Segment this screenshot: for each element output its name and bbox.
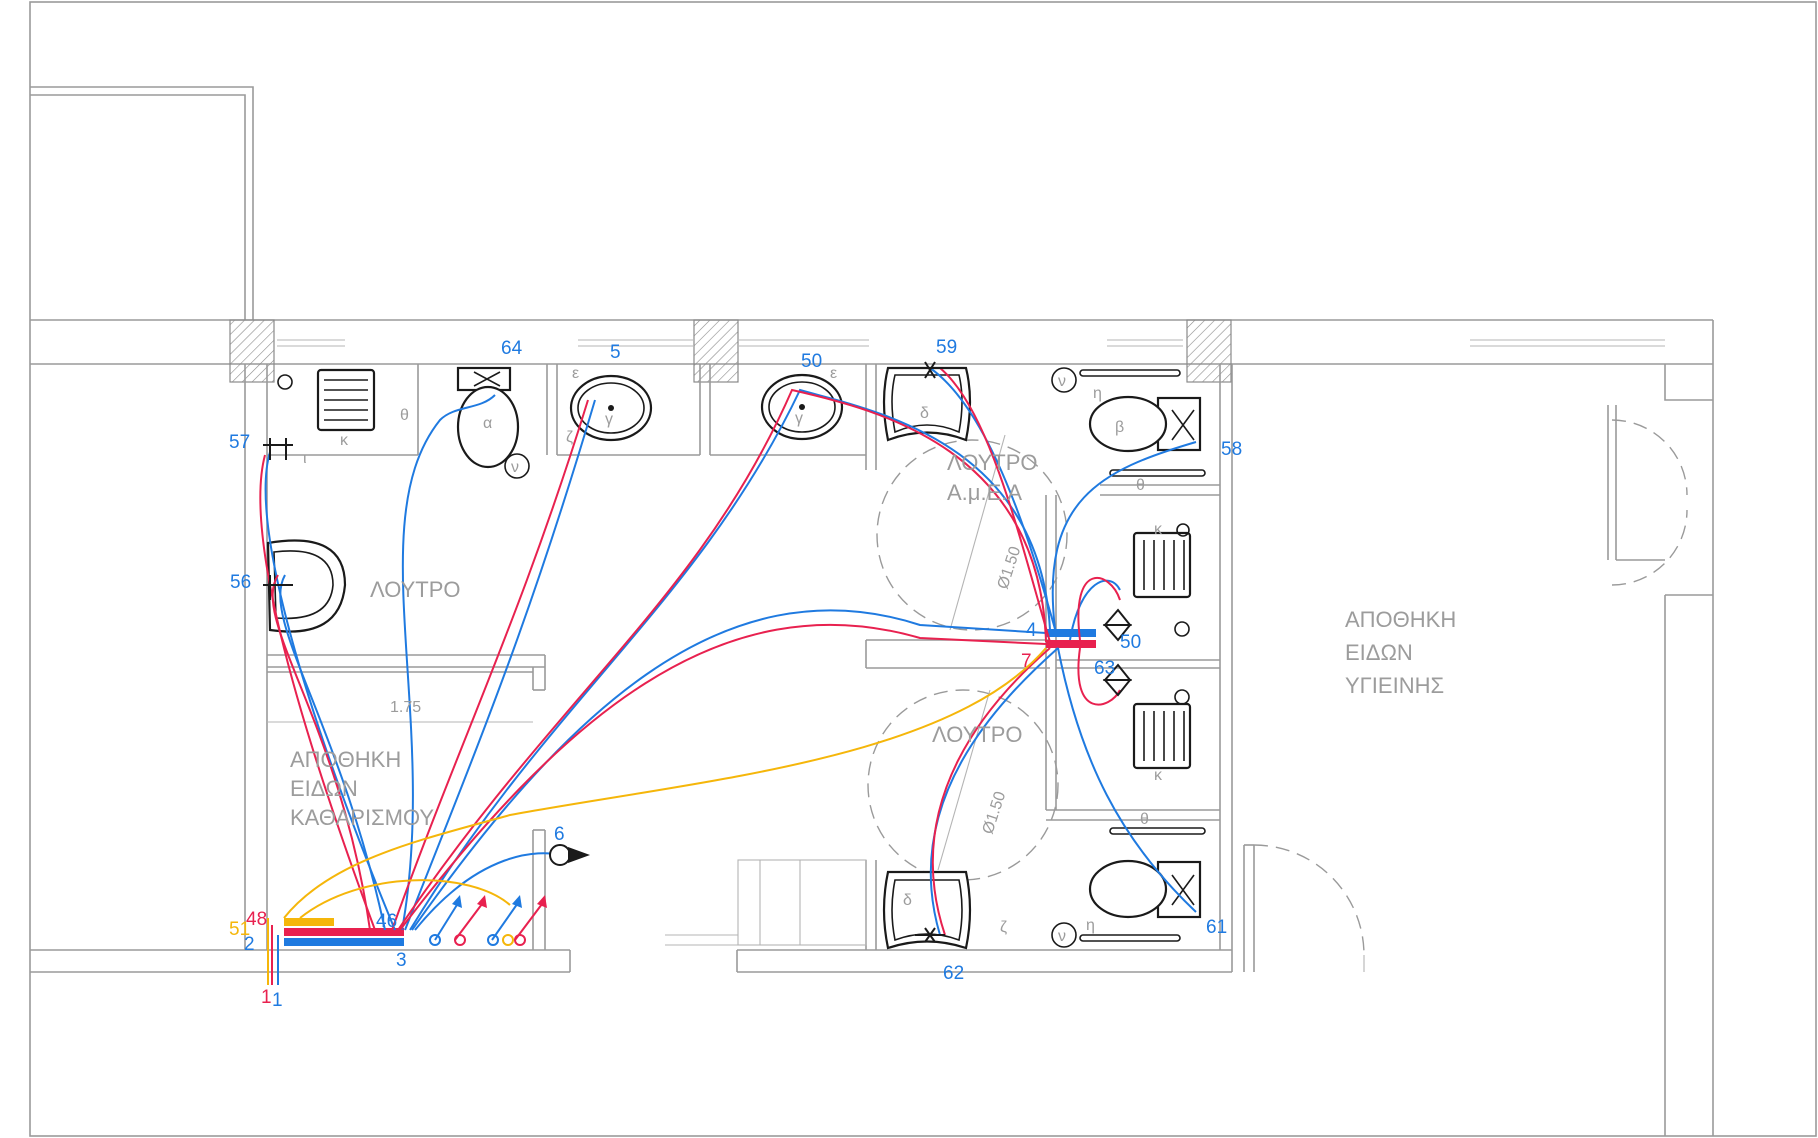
turn-circle-dimension: Ø1.50	[980, 789, 1010, 836]
pipe-label: 6	[554, 824, 565, 845]
pipe-label: 50	[801, 351, 822, 372]
radiator-icon	[316, 368, 376, 432]
room-label-bath-amea-1: ΛΟΥΤΡΟ	[947, 450, 1038, 475]
room-label-bath-left: ΛΟΥΤΡΟ	[370, 577, 461, 602]
fixture-letter: ε	[830, 365, 837, 382]
fixture-letter: δ	[920, 405, 929, 422]
pipe-label: 57	[229, 432, 250, 453]
architecture-walls	[29, 1, 1817, 1137]
corridor-dimension: 1.75	[390, 699, 421, 716]
fixture-letter: ν	[1058, 928, 1066, 945]
room-label-cleaning-store-1: ΑΠΟΘΗΚΗ	[290, 747, 401, 772]
fixture-letter: ν	[1058, 373, 1066, 390]
fixture-letter: η	[1086, 917, 1095, 934]
fixture-letter: ι	[303, 450, 307, 467]
valve-icon	[263, 361, 1133, 943]
room-label-sanitary-store-3: ΥΓΙΕΙΝΗΣ	[1345, 673, 1444, 698]
fixture-letter: κ	[340, 432, 349, 449]
washbasin-icon	[266, 539, 347, 633]
pipe-label: 56	[230, 572, 251, 593]
riser-arrow-icon	[429, 895, 547, 946]
pipe-label: 7	[1021, 651, 1032, 672]
fixtures	[266, 366, 1206, 950]
accessible-sink-icon	[882, 870, 972, 950]
pipe-label: 64	[501, 338, 523, 359]
pipe-label: 4	[1026, 620, 1037, 641]
room-label-sanitary-store-1: ΑΠΟΘΗΚΗ	[1345, 607, 1456, 632]
accessible-sink-icon	[882, 366, 972, 442]
fixture-letter: γ	[795, 410, 803, 427]
washbasin-icon	[569, 374, 653, 442]
room-label-cleaning-store-3: ΚΑΘΑΡΙΣΜΟΥ	[290, 805, 434, 830]
pipe-label: 62	[943, 963, 964, 984]
pipe-label: 3	[396, 950, 407, 971]
radiator-icon	[1132, 702, 1192, 770]
wc-icon	[1088, 859, 1202, 919]
outlet-pointer-icon	[549, 844, 590, 866]
room-labels: ΛΟΥΤΡΟ ΛΟΥΤΡΟ Α.μ.Ε.Α ΛΟΥΤΡΟ ΑΠΟΘΗΚΗ ΕΙΔ…	[290, 450, 1456, 830]
fixture-letter: α	[483, 415, 492, 432]
fixture-letter: δ	[903, 892, 912, 909]
fixture-letter: ν	[511, 459, 519, 476]
pipe-number-labels: 1 1 2 3 4 6 7 46 48 50 50 51 5 56 57 58 …	[229, 337, 1242, 1011]
pipe-label: 61	[1206, 917, 1227, 938]
pipe-label: 1	[272, 990, 283, 1011]
manifold-icon	[284, 918, 404, 946]
pipe-label: 46	[376, 911, 397, 932]
washbasin-icon	[760, 373, 844, 441]
room-label-bath-lower: ΛΟΥΤΡΟ	[932, 722, 1023, 747]
pipe-label: 59	[936, 337, 957, 358]
fixture-letter: η	[1093, 385, 1102, 402]
pipe-network	[259, 361, 1197, 985]
fixture-letter: ζ	[566, 429, 573, 446]
wc-icon	[1088, 395, 1202, 453]
fixture-letter: ε	[572, 365, 579, 382]
turn-circle-dimension: Ø1.50	[995, 544, 1025, 591]
fixture-letter: ζ	[1000, 919, 1007, 936]
fixture-letter: β	[1115, 419, 1124, 436]
pipe-label: 48	[246, 909, 267, 930]
room-label-cleaning-store-2: ΕΙΔΩΝ	[290, 776, 358, 801]
pipe-label: 63	[1094, 658, 1115, 679]
room-label-bath-amea-2: Α.μ.Ε.Α	[947, 480, 1022, 505]
pipe-label: 1	[261, 987, 272, 1008]
fixture-letter: κ	[1154, 767, 1163, 784]
fixture-letter: θ	[1136, 477, 1145, 494]
room-label-sanitary-store-2: ΕΙΔΩΝ	[1345, 640, 1413, 665]
pipe-label: 58	[1221, 439, 1242, 460]
pipe-label: 50	[1120, 632, 1141, 653]
fixture-letter: κ	[1154, 521, 1163, 538]
fixture-letter: θ	[1140, 811, 1149, 828]
fixture-letters: θ κ α γ ε ζ γ ε δ η β θ κ κ θ η δ ζ ι ν …	[303, 365, 1163, 945]
pipe-label: 5	[610, 342, 621, 363]
fixture-letter: θ	[400, 407, 409, 424]
radiator-icon	[1132, 531, 1192, 599]
pipe-label: 51	[229, 919, 250, 940]
fixture-letter: γ	[605, 411, 613, 428]
pipe-label: 2	[244, 934, 255, 955]
